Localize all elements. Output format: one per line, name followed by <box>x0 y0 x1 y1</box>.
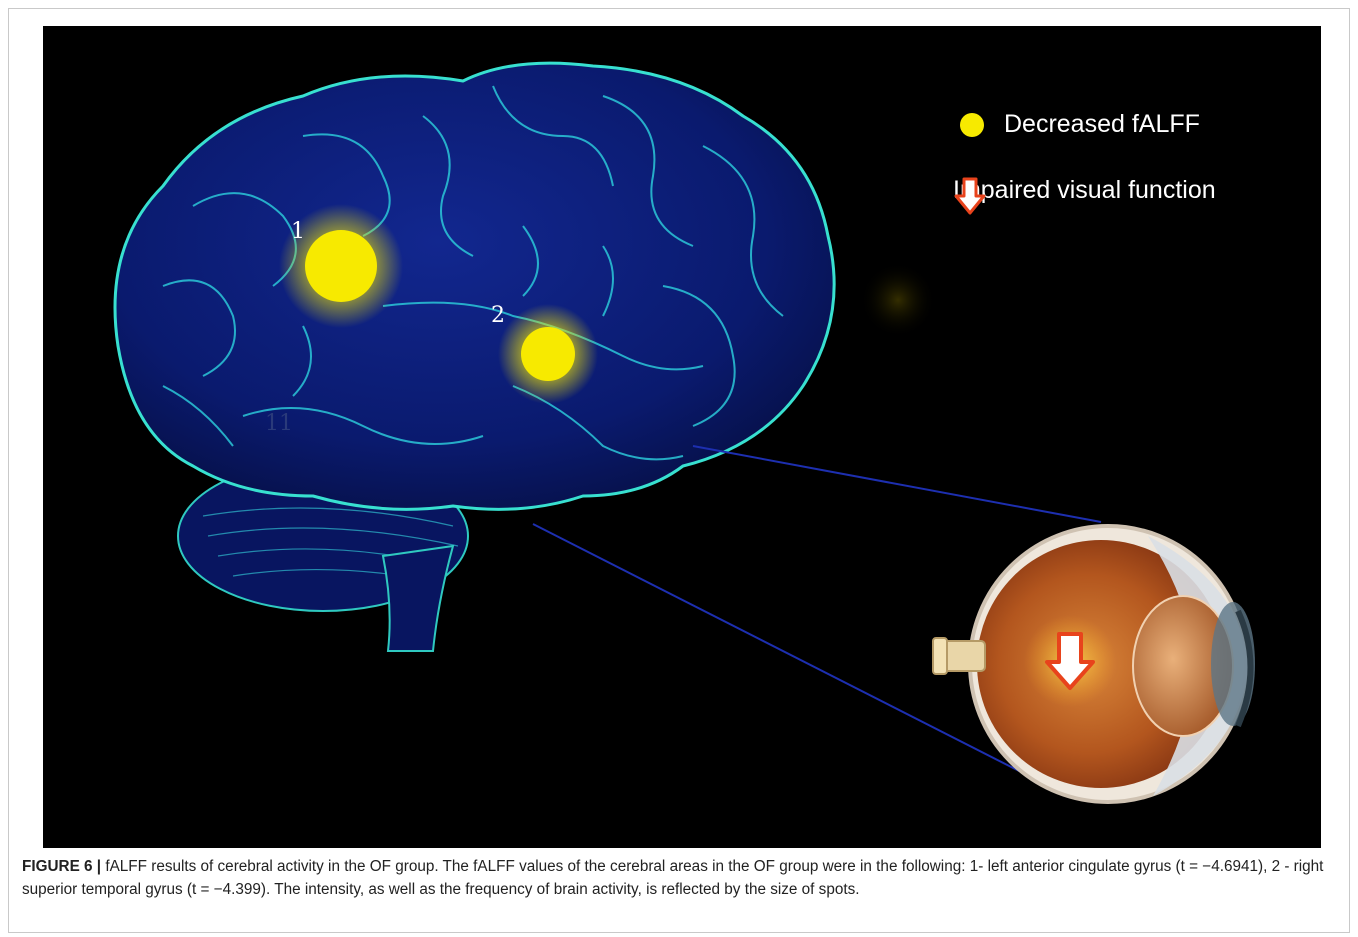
faint-glow <box>860 262 936 338</box>
spot-2-label: 2 <box>491 303 505 328</box>
legend-item-impaired: Impaired visual function <box>953 176 1216 205</box>
caption-text: fALFF results of cerebral activity in th… <box>22 858 1323 898</box>
legend-label-decreased: Decreased fALFF <box>1004 110 1200 139</box>
spot-1-label: 1 <box>291 219 305 244</box>
cerebrum <box>115 63 834 509</box>
figure-image: 11 1 2 De <box>43 26 1321 848</box>
yellow-spot <box>521 327 575 381</box>
down-arrow-icon <box>953 176 987 216</box>
faint-brain-label: 11 <box>265 411 293 436</box>
caption-label: FIGURE 6 | <box>22 858 101 875</box>
legend-item-decreased: Decreased fALFF <box>960 110 1200 139</box>
legend-label-impaired: Impaired visual function <box>953 176 1216 205</box>
yellow-spot <box>305 230 377 302</box>
brain-eye-illustration: 11 1 2 <box>43 26 1321 848</box>
yellow-dot-icon <box>960 113 984 137</box>
eyeball-illustration <box>933 526 1255 802</box>
spot-1: 1 <box>279 204 403 328</box>
figure-caption: FIGURE 6 | fALFF results of cerebral act… <box>22 855 1334 901</box>
